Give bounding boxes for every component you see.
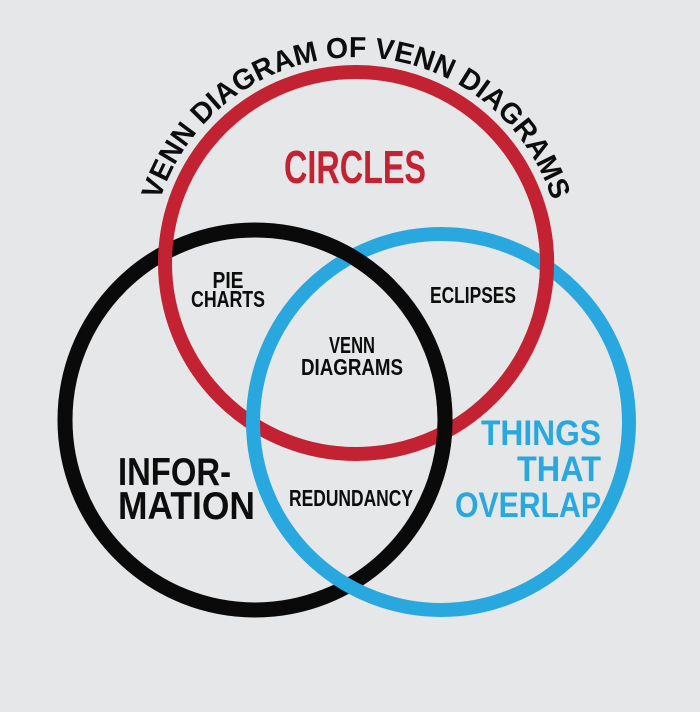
label-information-line1: INFOR-	[118, 451, 231, 494]
label-redundancy: REDUNDANCY	[289, 485, 413, 511]
label-venn-diagrams-line1: VENN	[329, 332, 375, 358]
label-overlap-line2: THAT	[517, 450, 601, 489]
label-information-line2: MATION	[118, 485, 255, 528]
weave-patch-black-over-red-right	[428, 382, 453, 482]
label-circles: CIRCLES	[284, 141, 426, 193]
label-eclipses: ECLIPSES	[430, 282, 516, 308]
label-pie-charts-line2: CHARTS	[191, 286, 265, 312]
weave-patch-red-over-blue-right	[533, 211, 554, 315]
weave-patch-black-over-blue-top	[302, 229, 395, 291]
circle-things-that-overlap	[246, 227, 636, 617]
label-venn-diagrams-line2: DIAGRAMS	[301, 354, 403, 380]
label-overlap-line3: OVERLAP	[455, 486, 601, 525]
label-overlap-line1: THINGS	[481, 414, 601, 453]
label-pie-charts-line1: PIE	[213, 267, 244, 293]
